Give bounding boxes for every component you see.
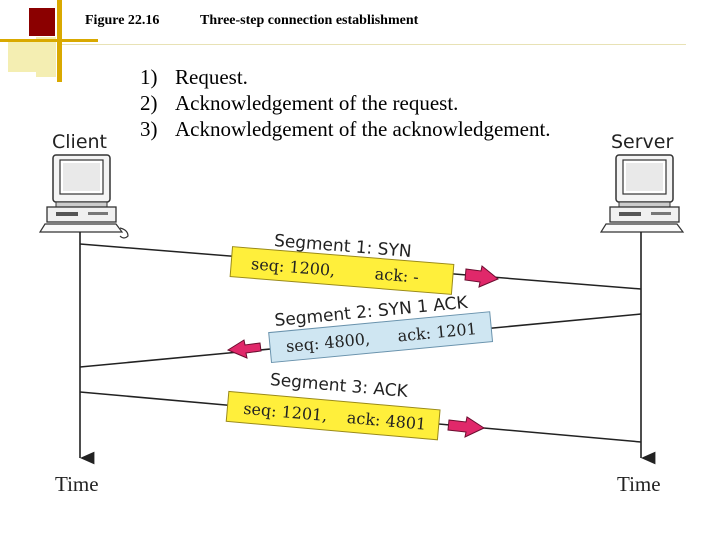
- step-text: Acknowledgement of the request.: [175, 91, 459, 115]
- segment-1-box: [229, 246, 455, 295]
- client-time-label: Time: [55, 472, 99, 496]
- segment-2: Segment 2: SYN 1 ACK seq: 4800, ack: 120…: [79, 293, 642, 368]
- step-item: 2) Acknowledgement of the request.: [140, 90, 551, 116]
- step-text: Request.: [175, 65, 248, 89]
- segment-2-arrow-left: [226, 339, 262, 359]
- figure-label: Figure 22.16: [85, 13, 160, 28]
- segment-3-arrow-right: [447, 416, 486, 438]
- segment-3-box: [225, 390, 441, 441]
- step-item: 1) Request.: [140, 64, 551, 90]
- step-text: Acknowledgement of the acknowledgement.: [175, 117, 551, 141]
- segment-2-box: [268, 311, 494, 364]
- deco-gold-horizontal-line: [0, 39, 98, 42]
- figure-title: Three-step connection establishment: [200, 13, 419, 28]
- step-number: 3): [140, 117, 158, 141]
- deco-red-square: [29, 8, 55, 36]
- deco-thin-rule: [62, 44, 686, 45]
- segment-3: Segment 3: ACK seq: 1201, ack: 4801: [79, 370, 642, 443]
- client-label: Client: [52, 131, 108, 153]
- step-item: 3) Acknowledgement of the acknowledgement…: [140, 116, 551, 142]
- step-number: 2): [140, 91, 158, 115]
- deco-pale-square: [8, 40, 38, 72]
- server-computer-icon: [599, 154, 685, 233]
- server-time-label: Time: [617, 472, 661, 496]
- segment-1-arrow-right: [464, 265, 499, 288]
- segment-1-ack: ack: -: [374, 264, 419, 286]
- server-label: Server: [611, 131, 674, 153]
- steps-list: 1) Request. 2) Acknowledgement of the requ…: [140, 64, 551, 142]
- client-computer-icon: [38, 154, 129, 239]
- deco-pale-block: [36, 37, 56, 77]
- segment-1: Segment 1: SYN seq: 1200, ack: -: [79, 231, 642, 295]
- step-number: 1): [140, 65, 158, 89]
